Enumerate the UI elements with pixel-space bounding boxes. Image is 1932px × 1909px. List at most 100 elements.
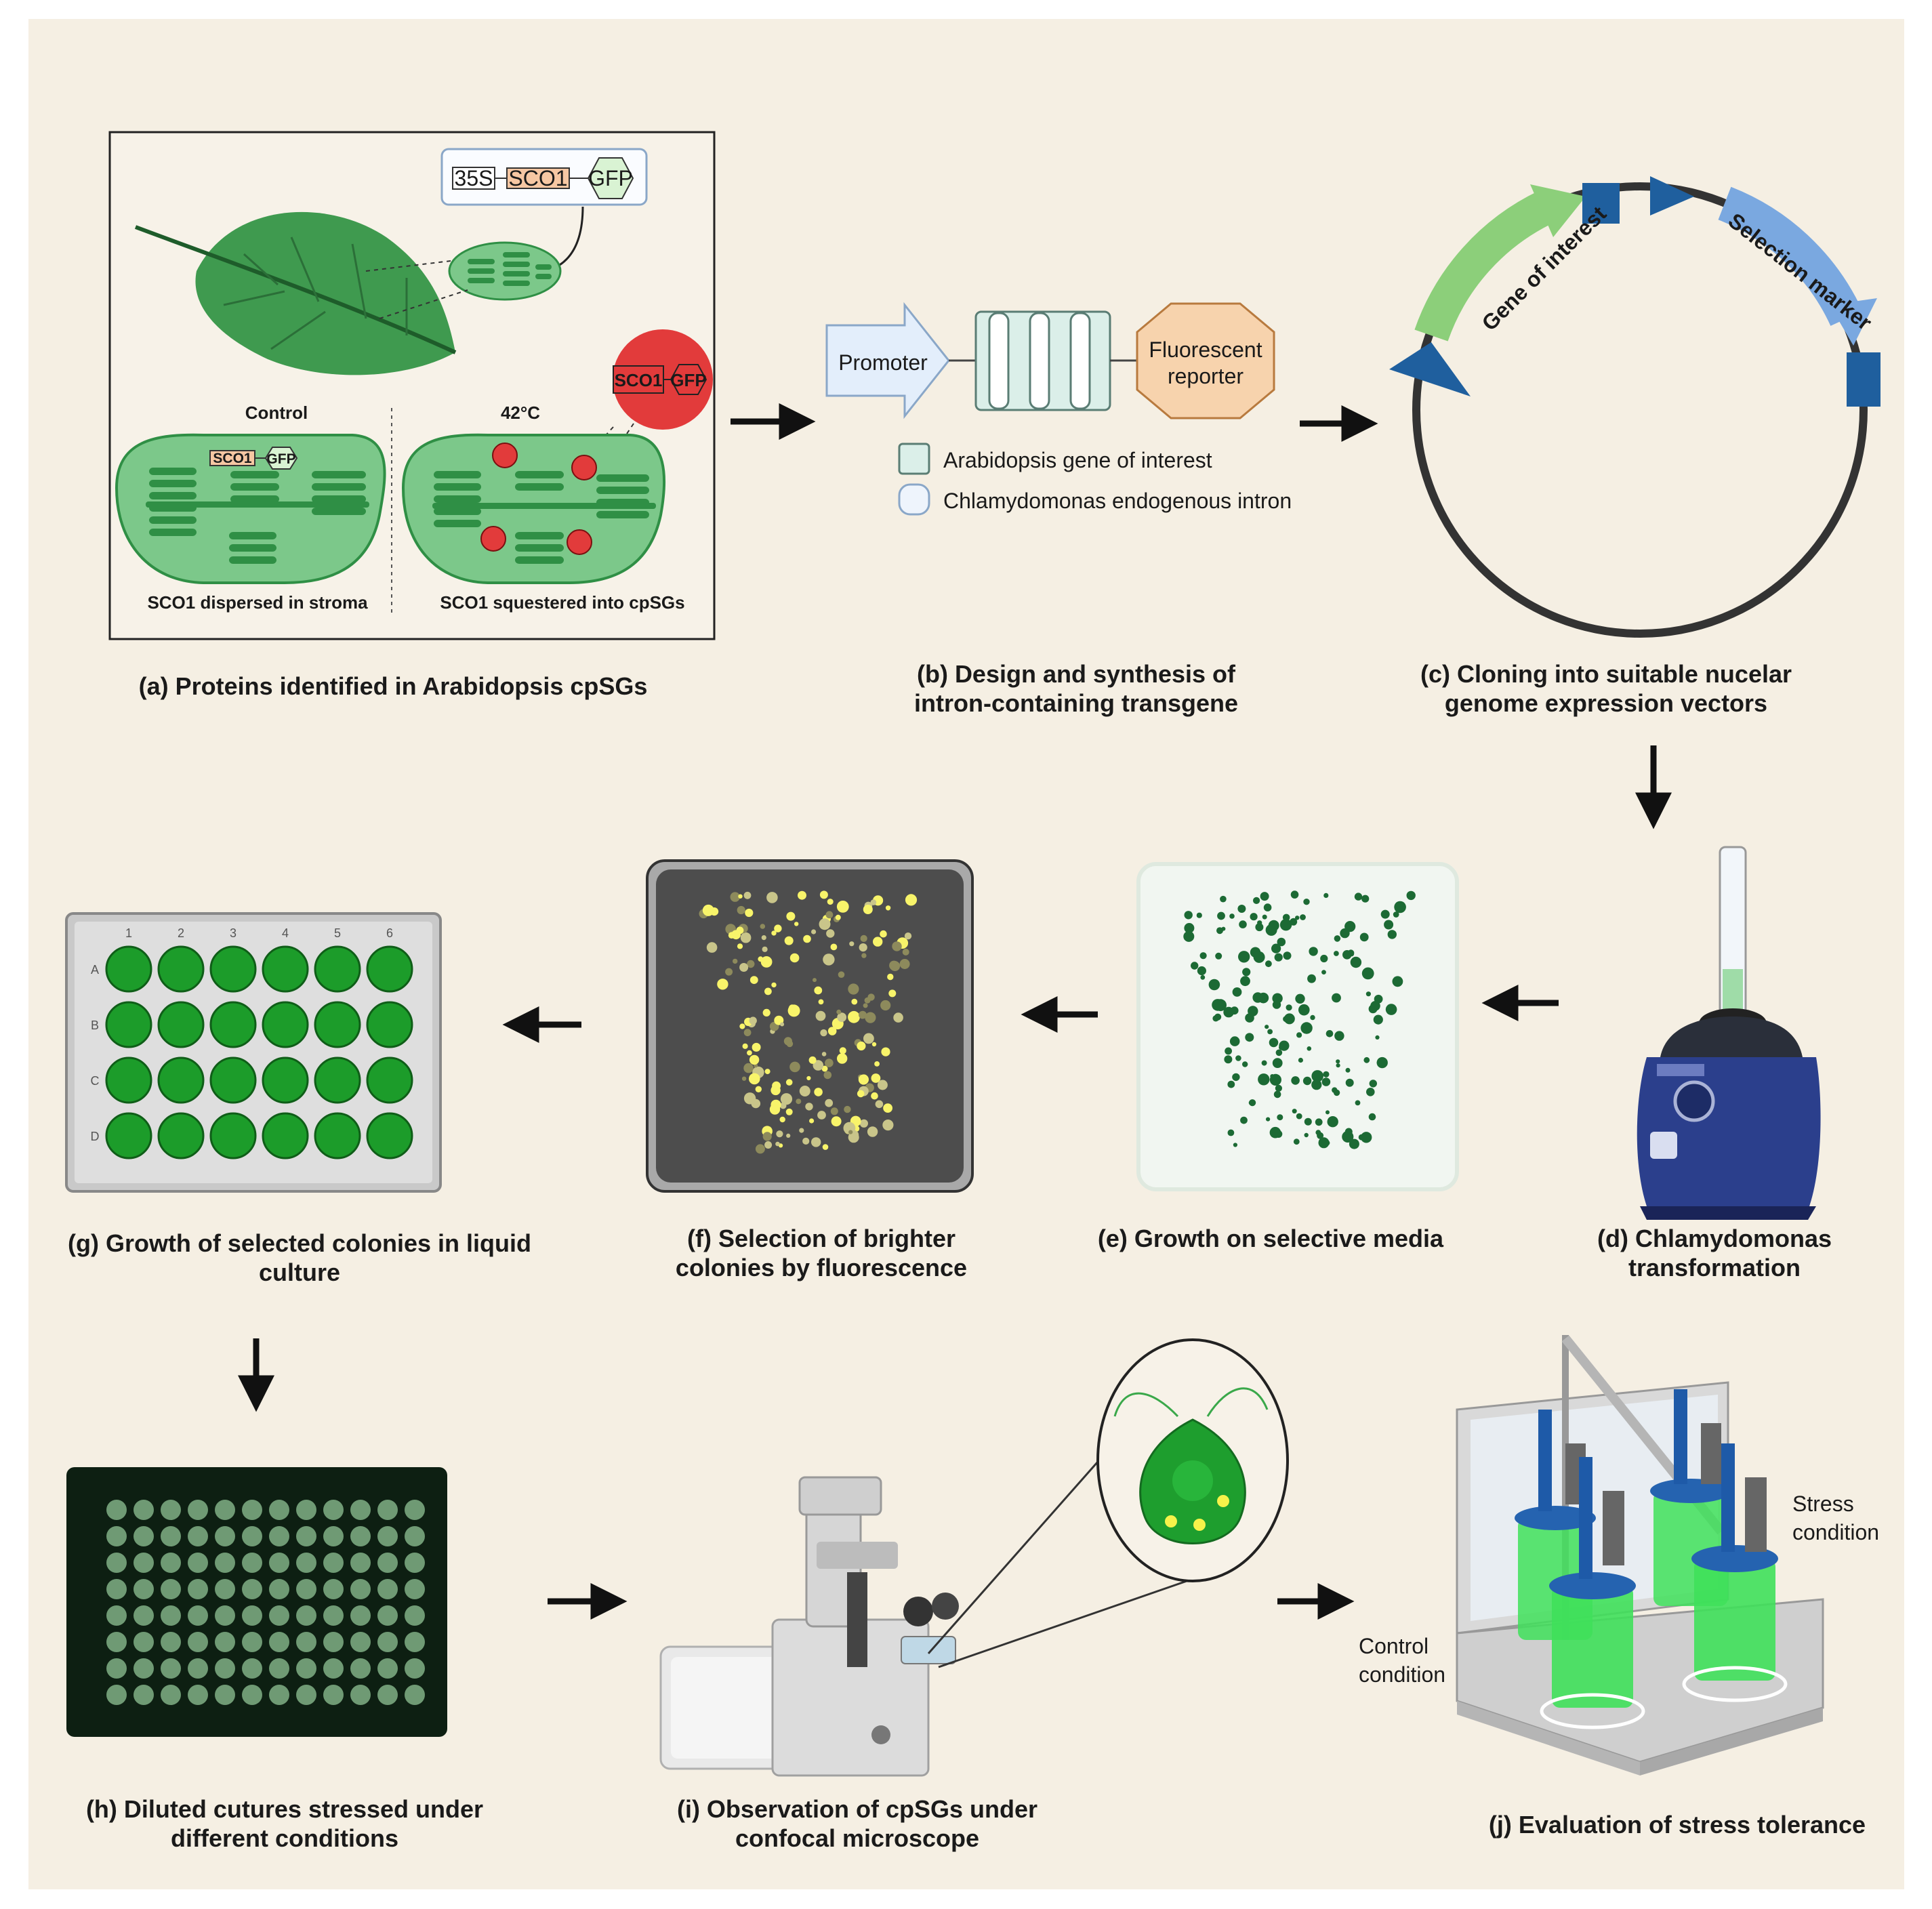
colony-dot: [1272, 1058, 1283, 1068]
colony-dot: [867, 1126, 878, 1137]
colony-dot: [747, 960, 755, 968]
colony-dot: [1369, 1080, 1378, 1088]
colony-dot: [858, 1074, 869, 1085]
well-96: [269, 1500, 289, 1520]
well-96: [323, 1553, 344, 1573]
well-96: [350, 1605, 371, 1626]
column-label: 2: [178, 926, 184, 940]
colony-dot: [899, 959, 910, 969]
panel-h-caption-line1: (h) Diluted cutures stressed under: [86, 1795, 483, 1823]
colony-dot: [1263, 903, 1272, 911]
well-96: [377, 1632, 398, 1652]
well-C2: [157, 1056, 205, 1104]
legend-intron-swatch: [898, 483, 930, 516]
colony-dot: [883, 1103, 892, 1113]
colony-dot: [1269, 1126, 1281, 1138]
colony-dot: [1375, 1035, 1380, 1040]
colony-dot: [848, 1010, 860, 1023]
well-96: [106, 1605, 127, 1626]
colony-dot: [1311, 1080, 1322, 1090]
well-96: [242, 1685, 262, 1705]
colony-dot: [1310, 1014, 1315, 1021]
bioreactor-vessels: [1515, 1389, 1788, 1729]
colony-dot: [803, 935, 811, 943]
colony-dot: [776, 1130, 783, 1138]
colony-dot: [733, 958, 738, 964]
colony-dot: [1380, 909, 1390, 919]
colony-dot: [1300, 1022, 1313, 1034]
panel-d-caption-line1: (d) Chlamydomonas: [1597, 1225, 1832, 1252]
well-96: [405, 1658, 425, 1679]
colony-dot: [730, 892, 740, 902]
well-96: [106, 1658, 127, 1679]
panel-a: 35S SCO1 GFP S: [108, 131, 716, 640]
colony-dot: [764, 987, 772, 995]
colony-dot: [1245, 1033, 1254, 1042]
well-grid: [105, 945, 413, 1159]
colony-dot: [831, 1116, 842, 1127]
colony-dot: [859, 1119, 868, 1128]
colony-dot: [799, 1128, 804, 1133]
colony-dot: [890, 961, 901, 972]
well-96: [296, 1685, 316, 1705]
colony-dots-fluorescent: [699, 890, 918, 1154]
promoter-arrow: [825, 302, 950, 419]
colony-dot: [1283, 951, 1292, 960]
well-D5: [314, 1112, 361, 1159]
colony-dot: [1320, 954, 1328, 963]
colony-dot: [860, 935, 867, 942]
colony-dot: [813, 978, 817, 983]
heat-title: 42°C: [501, 403, 540, 423]
colony-dot: [1267, 1029, 1273, 1035]
chloroplast-control-icon: SCO1 GFP: [115, 433, 386, 584]
intron-2: [1029, 312, 1050, 410]
colony-dot: [1250, 913, 1258, 921]
colony-dot: [1304, 1117, 1312, 1126]
well-96: [161, 1500, 181, 1520]
vortex-mixer-icon: [1637, 846, 1821, 1220]
row-label: A: [91, 963, 99, 977]
well-96: [242, 1632, 262, 1652]
leaf-icon: [134, 211, 457, 375]
colony-dot: [786, 911, 796, 921]
colony-dot: [1227, 1129, 1235, 1136]
plasmid-circle: [1412, 182, 1868, 638]
colony-dot: [814, 1088, 823, 1096]
well-96: [133, 1605, 154, 1626]
well-96: [106, 1685, 127, 1705]
well-96: [269, 1658, 289, 1679]
promoter-arrowhead: [1389, 342, 1471, 396]
legend-gene-label: Arabidopsis gene of interest: [943, 448, 1212, 472]
intron-3: [1069, 312, 1091, 410]
selective-media-plate: [1136, 862, 1459, 1191]
colony-dot: [838, 971, 845, 978]
colony-dot: [1269, 1038, 1279, 1048]
colony-dot: [1384, 920, 1394, 930]
colony-dot: [1262, 914, 1267, 920]
colony-dot: [1233, 1143, 1237, 1147]
heat-caption: SCO1 squestered into cpSGs: [440, 592, 684, 613]
panel-h-caption-line2: different conditions: [171, 1824, 398, 1852]
well-96: [296, 1632, 316, 1652]
colony-dot: [1295, 993, 1305, 1004]
construct-tag-label: GFP: [588, 166, 633, 190]
row-label: B: [91, 1019, 99, 1032]
well-96: [161, 1579, 181, 1599]
colony-dot: [1304, 1132, 1309, 1138]
colony-dot: [863, 1003, 868, 1008]
well-96: [377, 1685, 398, 1705]
well-96: [188, 1658, 208, 1679]
colony-dot: [749, 1054, 760, 1065]
colony-dot: [1240, 976, 1250, 987]
colony-dot: [881, 1047, 890, 1056]
colony-dot: [823, 1071, 832, 1080]
construct-promoter-label: 35S: [455, 166, 493, 190]
panel-b-caption-line2: intron-containing transgene: [914, 689, 1238, 717]
colony-dot: [784, 936, 794, 945]
colony-dot: [1302, 1076, 1312, 1086]
panel-c-caption-line2: genome expression vectors: [1445, 689, 1767, 717]
colony-dot: [799, 1086, 810, 1096]
colony-dot: [827, 1027, 837, 1035]
colony-dot: [1248, 1006, 1258, 1017]
colony-dot: [1273, 1090, 1281, 1099]
